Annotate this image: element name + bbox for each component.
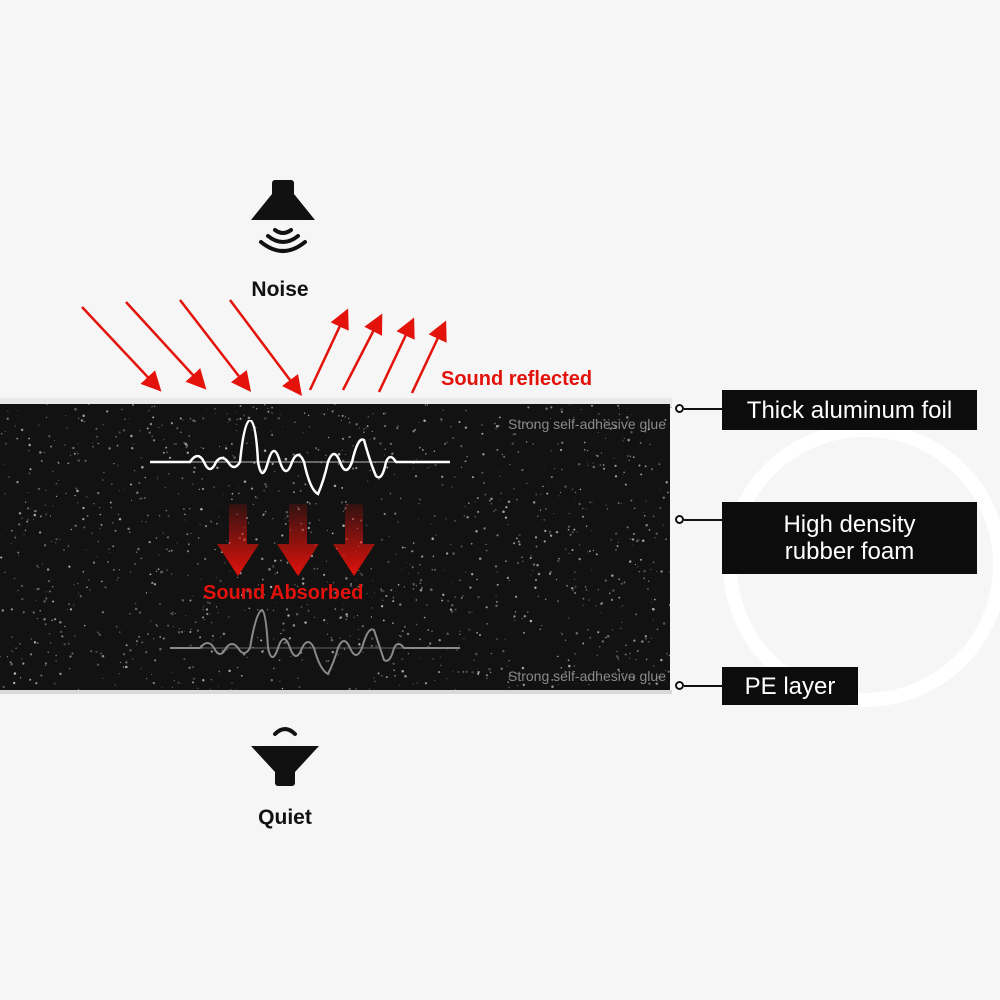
- incoming-arrow-2: [125, 301, 207, 390]
- glue-bottom-label: Strong self-adhesive glue: [508, 668, 666, 684]
- absorbed-arrow-2: [277, 504, 319, 576]
- foam-layer-text-line2: rubber foam: [784, 538, 915, 565]
- noise-label: Noise: [251, 278, 309, 301]
- absorbed-arrow-1: [217, 504, 259, 576]
- quiet-label: Quiet: [258, 806, 312, 829]
- foam-texture: [0, 404, 670, 692]
- foam-layer-text-line1: High density: [783, 511, 916, 538]
- sound-reflected-label: Sound reflected: [441, 368, 593, 390]
- sound-absorbed-label: Sound Absorbed: [203, 582, 364, 604]
- foil-layer-label: Thick aluminum foil: [722, 390, 977, 430]
- sound-arrows: [81, 299, 447, 396]
- noise-speaker-icon: [251, 180, 315, 253]
- incoming-arrow-4: [229, 299, 302, 396]
- glue-top-label: Strong self-adhesive glue: [508, 416, 666, 432]
- quiet-speaker-icon: [251, 727, 319, 786]
- foam-layer-label: High density rubber foam: [722, 502, 977, 574]
- pe-layer-label: PE layer: [722, 667, 858, 705]
- reflected-arrow-4: [410, 320, 447, 394]
- reflected-arrow-1: [308, 308, 349, 391]
- incoming-arrow-1: [81, 306, 162, 392]
- incoming-sound-wave: [150, 420, 450, 496]
- pe-layer-text: PE layer: [744, 672, 836, 700]
- foil-callout-line: [684, 408, 722, 410]
- absorbed-sound-wave: [170, 608, 460, 676]
- foam-callout-line: [684, 519, 722, 521]
- reflected-arrow-3: [377, 317, 415, 393]
- rubber-foam-block: Sound Absorbed Strong self-adhesive glue…: [0, 404, 670, 692]
- foil-layer-text: Thick aluminum foil: [746, 396, 953, 424]
- reflected-arrow-2: [341, 313, 383, 391]
- absorbed-arrows: [217, 504, 375, 576]
- pe-layer-strip: [0, 690, 672, 694]
- pe-callout-line: [684, 685, 722, 687]
- foil-callout-dot: [675, 404, 684, 413]
- absorbed-arrow-3: [333, 504, 375, 576]
- pe-callout-dot: [675, 681, 684, 690]
- foam-callout-dot: [675, 515, 684, 524]
- incoming-arrow-3: [179, 299, 252, 392]
